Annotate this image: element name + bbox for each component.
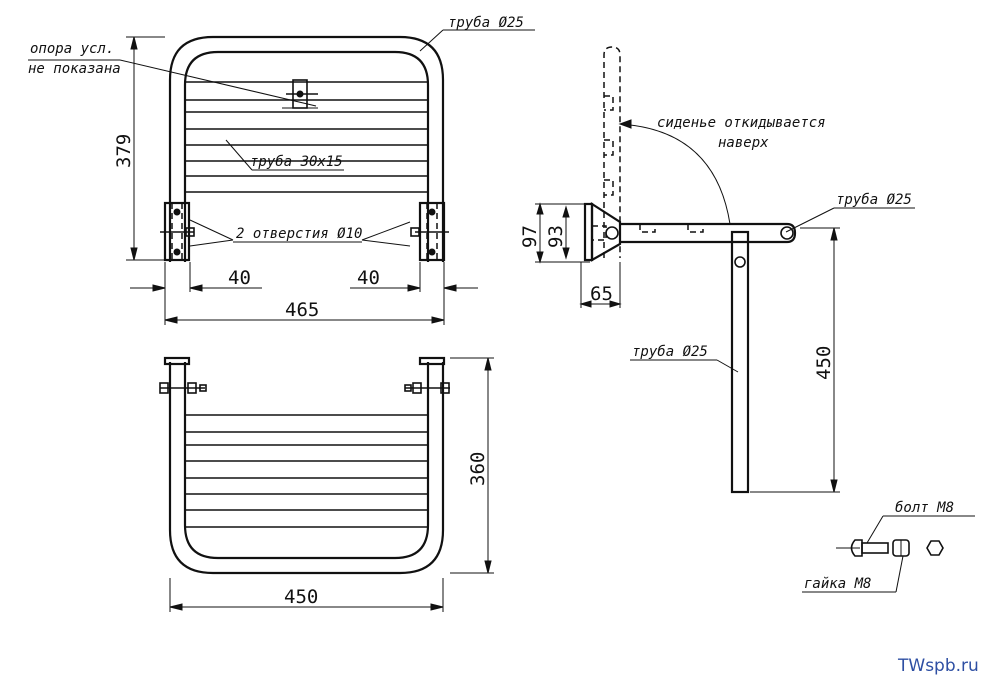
bolt-head bbox=[850, 539, 863, 557]
side-view bbox=[535, 46, 915, 494]
label-pipe30x15: труба 30x15 bbox=[250, 154, 343, 170]
plan-outer-frame bbox=[168, 362, 445, 575]
plan-right-bracket bbox=[404, 356, 450, 394]
site-link[interactable]: TWspb.ru bbox=[897, 656, 979, 676]
seat-notches bbox=[639, 224, 704, 233]
fastener-detail bbox=[802, 515, 975, 593]
fold-arc bbox=[619, 123, 731, 225]
dim-360: 360 bbox=[467, 452, 489, 486]
bolt-shank bbox=[861, 542, 889, 554]
label-seat-line2: наверх bbox=[718, 135, 769, 151]
dim-65: 65 bbox=[590, 283, 613, 305]
dim-465: 465 bbox=[285, 299, 319, 321]
dim-450-width: 450 bbox=[284, 586, 318, 608]
dim-40-left: 40 bbox=[228, 267, 251, 289]
dim-40-right: 40 bbox=[357, 267, 380, 289]
slats bbox=[185, 81, 428, 193]
label-pipe25-top: труба Ø25 bbox=[448, 15, 524, 31]
folded-seat-notches bbox=[604, 95, 614, 196]
plan-view bbox=[159, 356, 494, 612]
outer-frame bbox=[168, 35, 445, 262]
label-bolt: болт М8 bbox=[895, 500, 954, 516]
front-view bbox=[28, 29, 535, 325]
support-symbol bbox=[282, 79, 318, 109]
label-support-line2: не показана bbox=[28, 61, 121, 77]
plan-left-bracket bbox=[159, 356, 207, 394]
label-support-line1: опора усл. bbox=[30, 41, 114, 57]
inner-frame bbox=[183, 50, 430, 262]
seat-horizontal bbox=[620, 222, 797, 244]
left-bracket bbox=[160, 201, 195, 262]
dim-97: 97 bbox=[519, 225, 541, 248]
plan-inner-frame bbox=[183, 362, 430, 560]
hinge-body bbox=[590, 201, 622, 262]
nut-hex bbox=[926, 540, 944, 556]
dim-379: 379 bbox=[113, 134, 135, 168]
dim-93: 93 bbox=[545, 225, 567, 248]
label-pipe25-leg: труба Ø25 bbox=[632, 344, 708, 360]
dim-450-leg: 450 bbox=[813, 346, 835, 380]
label-pipe25-side: труба Ø25 bbox=[836, 192, 912, 208]
label-seat-line1: сиденье откидывается bbox=[657, 115, 826, 131]
label-holes: 2 отверстия Ø10 bbox=[236, 226, 362, 242]
right-bracket bbox=[410, 201, 449, 262]
leg bbox=[730, 230, 750, 494]
label-nut: гайка М8 bbox=[804, 576, 871, 592]
plan-slats bbox=[185, 414, 428, 528]
folded-seat-outline bbox=[603, 46, 621, 258]
